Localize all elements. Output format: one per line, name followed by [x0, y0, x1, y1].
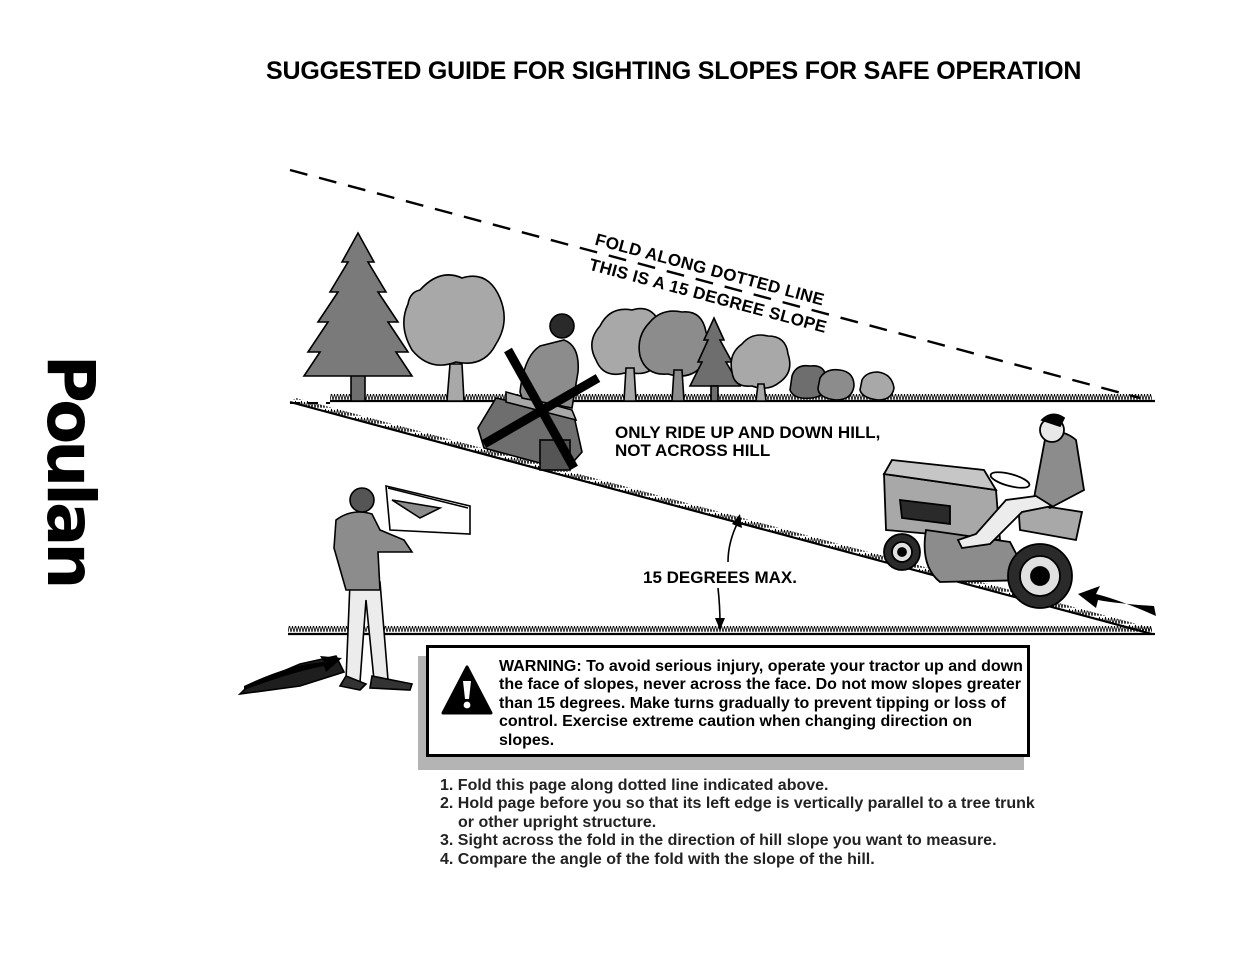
ride-instruction-line-1: ONLY RIDE UP AND DOWN HILL,: [615, 423, 881, 442]
pine-tree-large: [302, 231, 414, 402]
instruction-step: 4. Compare the angle of the fold with th…: [440, 850, 875, 868]
exclamation-triangle-icon: [441, 665, 493, 715]
oak-tree-left: [403, 274, 505, 402]
fold-dashed-line: [289, 168, 1141, 400]
angle-arrow-upper: [727, 521, 739, 563]
instruction-step: 2. Hold page before you so that its left…: [440, 795, 1035, 831]
tree-cluster-center: [591, 307, 791, 402]
warning-text: WARNING: To avoid serious injury, operat…: [499, 658, 1023, 749]
lawn-tractor-correct: [882, 413, 1085, 609]
lower-ground-line: [288, 626, 1155, 636]
max-angle-label: 15 DEGREES MAX.: [643, 568, 797, 587]
instruction-step: 1. Fold this page along dotted line indi…: [440, 777, 829, 794]
tree-row: [302, 231, 895, 402]
bush-row: [789, 364, 895, 401]
ride-instruction-line-2: NOT ACROSS HILL: [615, 441, 771, 460]
ride-instruction: ONLY RIDE UP AND DOWN HILL, NOT ACROSS H…: [615, 424, 880, 460]
person-sighting-slope: [237, 484, 471, 696]
page-title: SUGGESTED GUIDE FOR SIGHTING SLOPES FOR …: [266, 57, 1082, 85]
forward-arrow-icon: [244, 656, 342, 690]
upper-ground-line: [290, 394, 1155, 404]
instruction-step: 3. Sight across the fold in the directio…: [440, 832, 997, 850]
warning-box: WARNING: To avoid serious injury, operat…: [426, 645, 1030, 757]
instruction-list: 1. Fold this page along dotted line indi…: [440, 777, 1040, 869]
across-slope-rider-crossed-out: [477, 313, 601, 471]
up-slope-arrow-icon: [1078, 586, 1156, 616]
